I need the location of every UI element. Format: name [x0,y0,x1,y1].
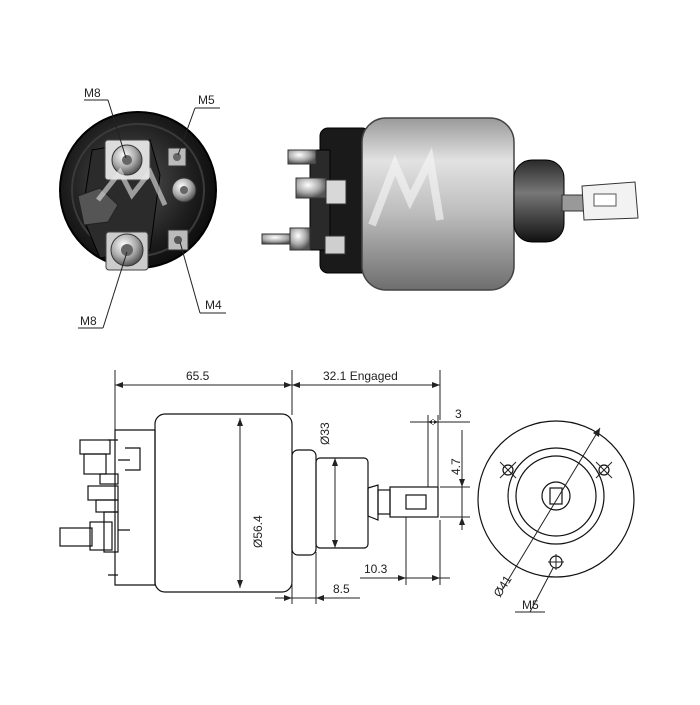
dim-plunger-length: 10.3 [364,562,388,576]
end-view-drawing: Ø41 M5 [477,420,635,613]
front-view-callouts: M8 M5 M8 M4 [78,86,226,329]
dim-body-diameter: Ø56.4 [251,515,265,548]
side-drawing: 65.5 32.1 Engaged Ø56.4 Ø33 [59,369,470,604]
label-m8-top: M8 [84,86,101,100]
dim-slot-height: 4.7 [449,458,463,475]
dim-nose-diameter: Ø33 [318,422,332,445]
dim-slot-width: 3 [455,407,462,421]
dim-nose-length: 8.5 [333,582,350,596]
label-m8-bottom: M8 [80,314,97,328]
dim-flange-diameter: Ø41 [491,573,515,600]
label-m5-top: M5 [198,93,215,107]
dim-stroke: 32.1 Engaged [323,369,398,383]
dim-body-length: 65.5 [186,369,210,383]
label-m5-mount: M5 [522,598,539,612]
label-m4: M4 [205,298,222,312]
side-view-photo [261,117,639,291]
front-view-photo [59,111,217,271]
